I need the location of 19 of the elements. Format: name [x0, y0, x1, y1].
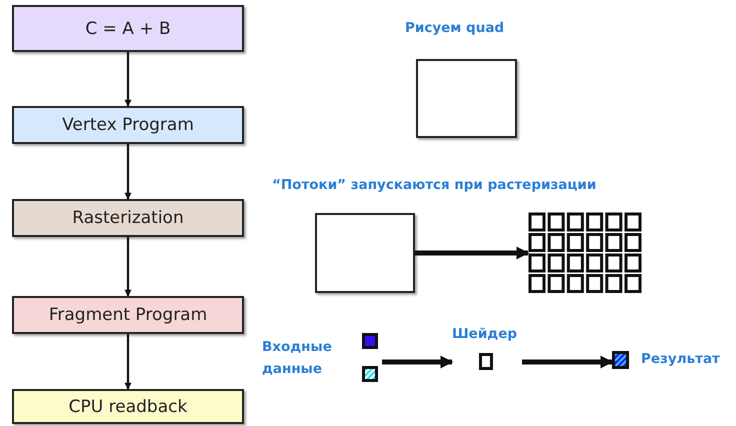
- result-label: Результат: [641, 351, 720, 367]
- process-box: Vertex Program: [12, 106, 244, 144]
- process-box: CPU readback: [12, 389, 244, 424]
- input-data-label: Входные данные: [262, 338, 333, 379]
- quad-rectangle: [315, 213, 415, 293]
- arrow: [124, 52, 132, 107]
- arrow: [124, 334, 132, 390]
- arrow: [382, 356, 454, 368]
- arrow: [415, 246, 530, 260]
- caption-text: Рисуем quad: [405, 20, 504, 36]
- shader-label: Шейдер: [452, 326, 518, 342]
- quad-rectangle: [416, 59, 517, 138]
- arrow: [124, 144, 132, 200]
- arrow: [124, 237, 132, 297]
- caption-text: “Потоки” запускаются при растеризации: [272, 177, 596, 193]
- process-box: Rasterization: [12, 199, 244, 237]
- arrow: [522, 356, 614, 368]
- process-box: C = A + B: [12, 5, 244, 52]
- process-box: Fragment Program: [12, 296, 244, 334]
